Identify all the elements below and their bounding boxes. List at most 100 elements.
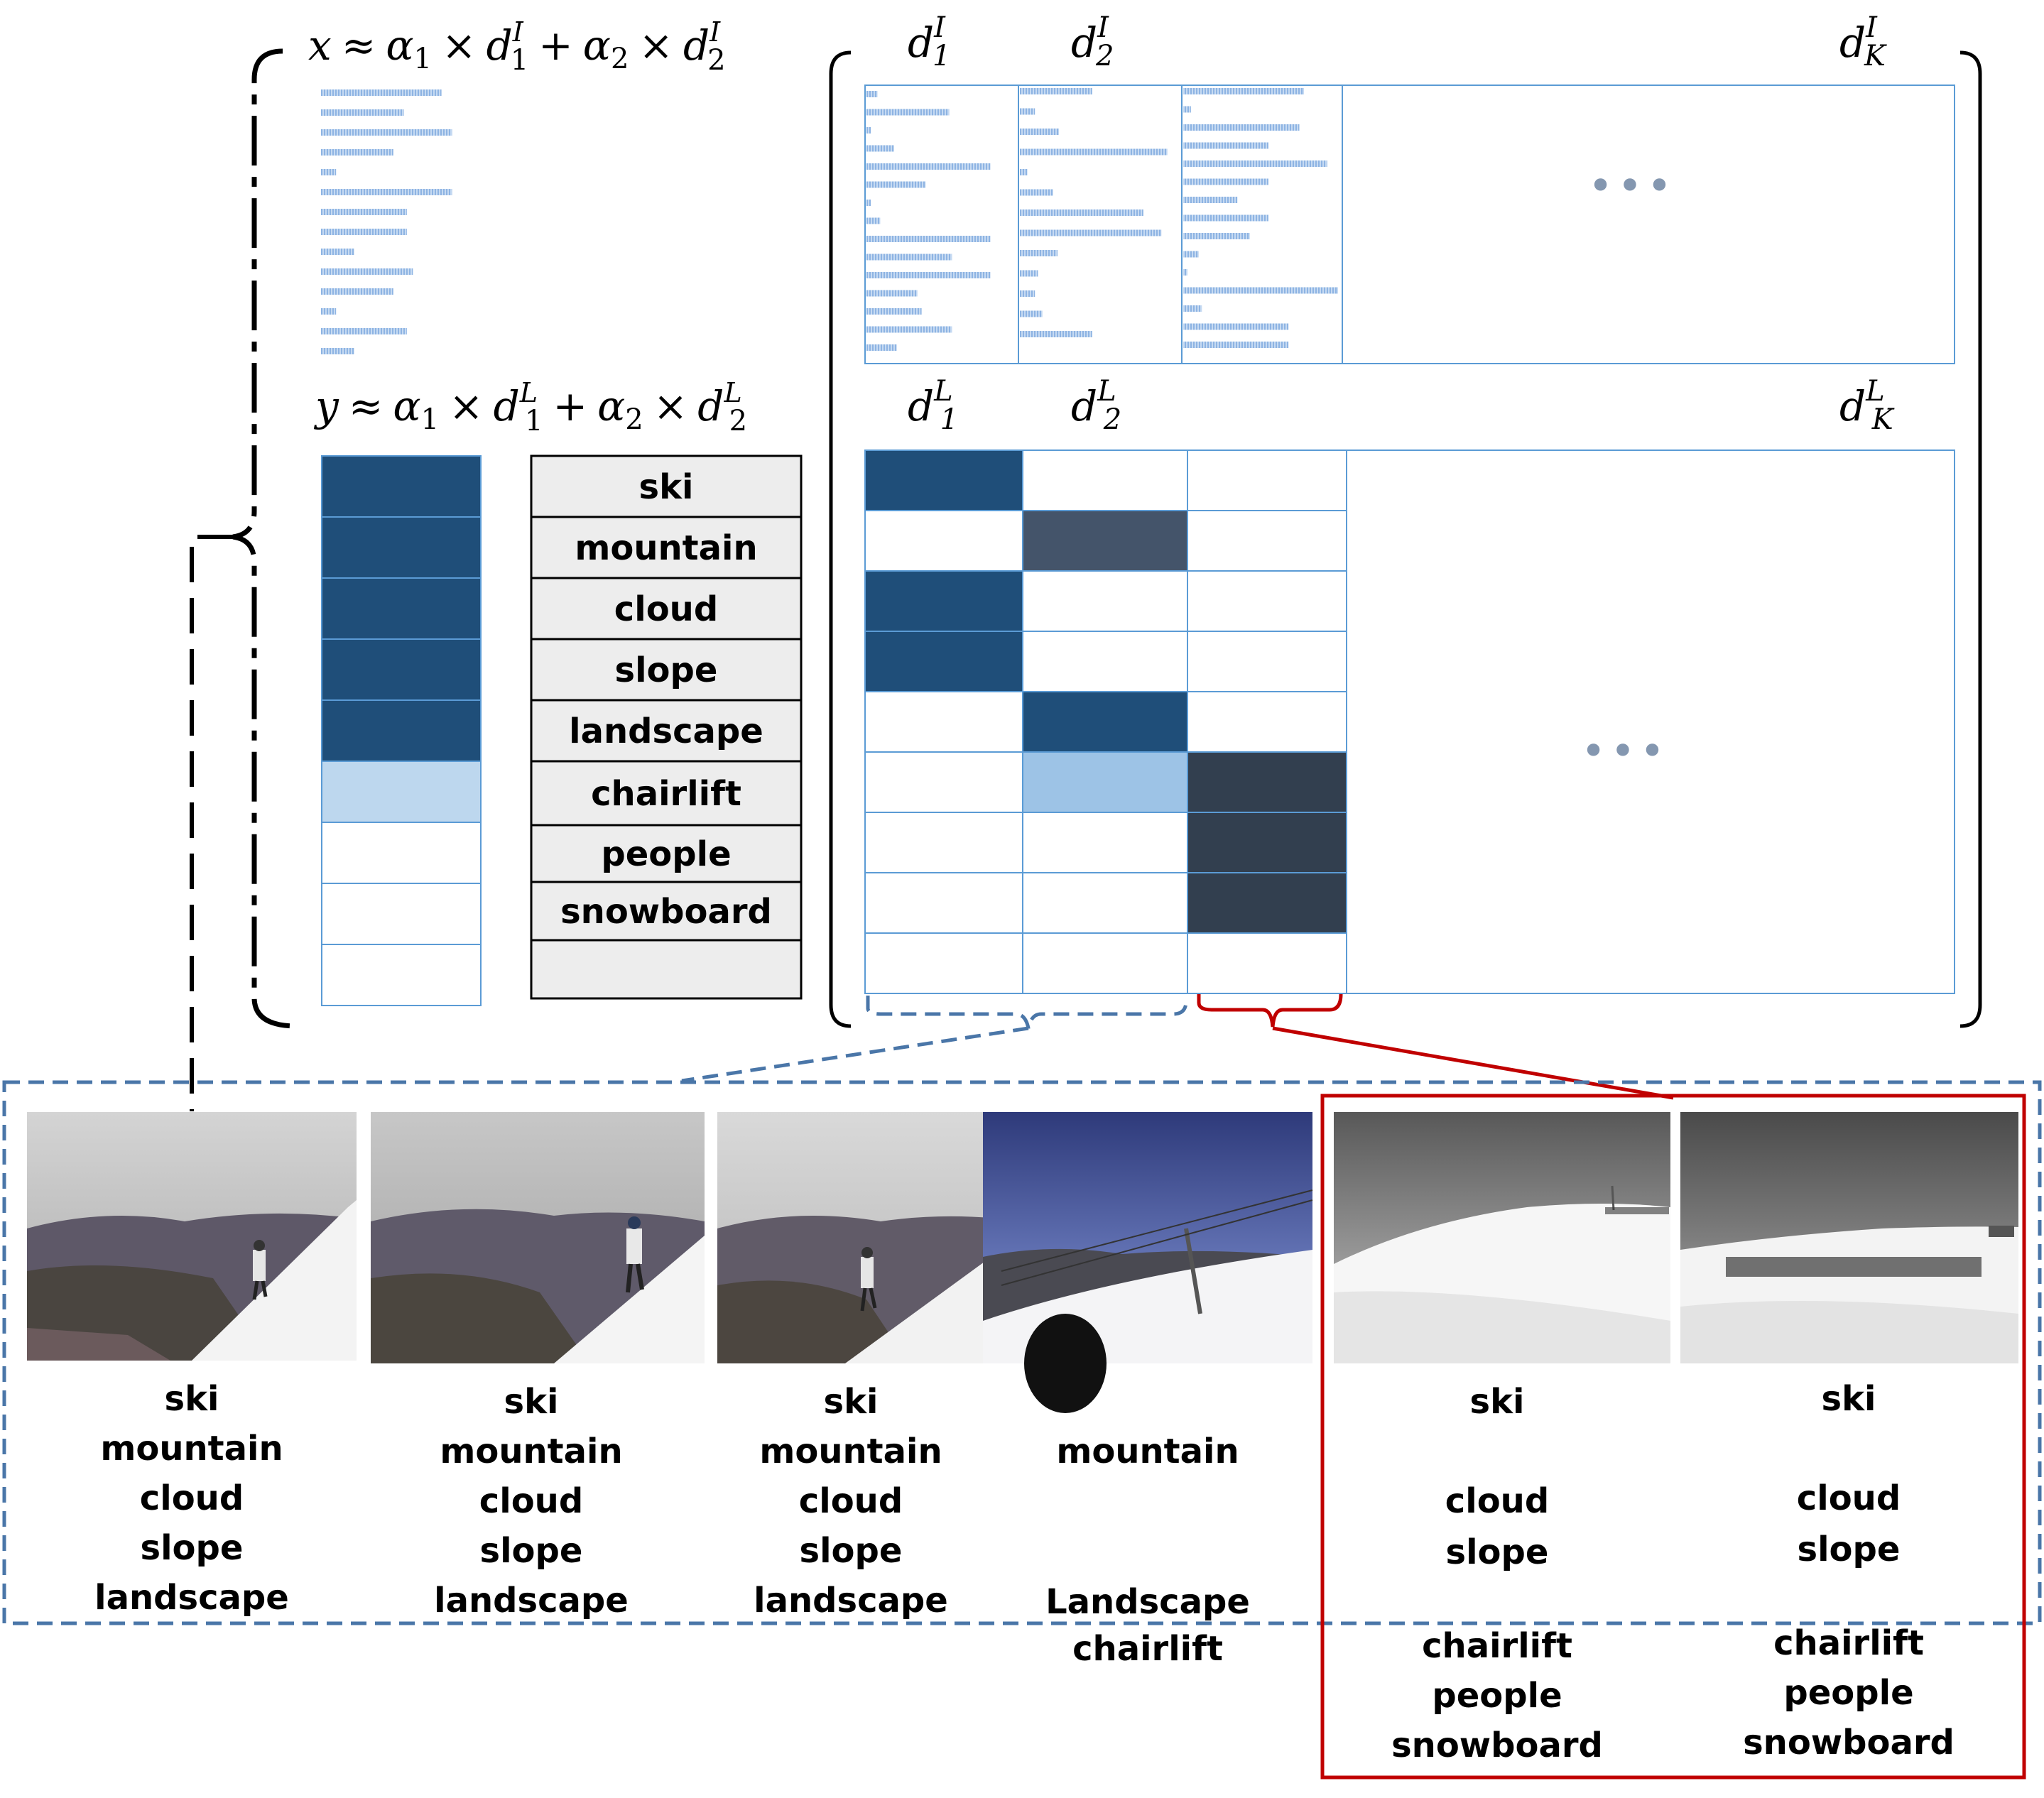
feature-bar [321, 249, 354, 255]
image-caption-line: chairlift [1072, 1629, 1223, 1669]
feature-bar [321, 149, 393, 156]
image-caption-line: ski [165, 1379, 219, 1419]
vocabulary-cell [530, 454, 803, 518]
feature-bar [1020, 290, 1035, 297]
eq-alpha2: α [583, 21, 611, 70]
label-dictionary-cell [864, 510, 1023, 572]
label-dictionary-cell [1187, 932, 1347, 994]
label-dictionary-cell [1187, 751, 1347, 813]
vocabulary-word: snowboard [560, 892, 772, 932]
feature-bar [1183, 124, 1300, 131]
feature-bar [1183, 342, 1289, 348]
vocabulary-word: mountain [575, 528, 757, 568]
photo-4 [983, 1112, 1313, 1413]
feature-bar [1020, 250, 1058, 256]
feature-bar [1183, 323, 1289, 330]
feature-bar [1183, 160, 1327, 167]
image-caption-line: landscape [754, 1581, 948, 1620]
photo-2 [371, 1112, 705, 1363]
vocabulary-cell [530, 939, 803, 1000]
eq-d2: d [697, 382, 724, 430]
atom-sub: 1 [940, 403, 958, 436]
vocabulary-word: people [601, 834, 731, 874]
label-dictionary-ellipsis: ••• [1581, 726, 1669, 776]
image-caption-line: mountain [1056, 1432, 1239, 1471]
feature-bar [1020, 108, 1035, 115]
vocabulary-word: cloud [614, 589, 718, 629]
atom-sub: 1 [933, 40, 950, 72]
dictionary-left-paren [829, 50, 852, 1028]
feature-bar [866, 254, 952, 261]
label-dictionary-cell [1022, 631, 1188, 692]
image-caption-line: cloud [799, 1481, 903, 1521]
left-curly-brace [232, 48, 298, 1029]
atom-base: d [1071, 382, 1097, 430]
feature-bar [321, 129, 452, 136]
eq-times1: × [449, 382, 484, 430]
red-group-brace [1197, 993, 1343, 1028]
eq-alpha2-sub: 2 [625, 403, 643, 436]
label-dictionary-cell [1022, 872, 1188, 934]
feature-bar [1020, 189, 1053, 196]
feature-bar [866, 308, 922, 315]
feature-bar [866, 290, 918, 297]
eq-plus: + [553, 382, 587, 430]
label-dictionary-cell [1187, 570, 1347, 632]
feature-bar [866, 236, 991, 242]
label-dictionary-cell [864, 751, 1023, 813]
eq-d1: d [486, 21, 513, 70]
image-caption-line: landscape [94, 1578, 289, 1618]
feature-bar [1020, 229, 1162, 236]
image-dictionary-frame [864, 85, 1955, 364]
vocabulary-cell [530, 760, 803, 827]
label-dictionary-cell [864, 570, 1023, 632]
label-dictionary-cell [864, 932, 1023, 994]
eq-d2: d [683, 21, 710, 70]
eq-d1-sub: 1 [525, 405, 543, 437]
label-dictionary-cell [1022, 510, 1188, 572]
eq-d1-sup: I [512, 16, 524, 48]
atom-sub: 2 [1103, 403, 1121, 436]
eq-times2: × [638, 21, 673, 70]
image-caption-line: mountain [100, 1429, 283, 1469]
vocabulary-word: landscape [569, 712, 763, 751]
feature-bar [1183, 88, 1305, 94]
feature-bar [866, 181, 926, 188]
image-caption-line: ski [1470, 1382, 1525, 1422]
label-dictionary-cell [1022, 932, 1188, 994]
eq-alpha2: α [597, 382, 625, 430]
feature-bar [1020, 129, 1060, 135]
feature-bar [321, 308, 337, 315]
red-image-group [1320, 1094, 2026, 1780]
atom-sub: K [1864, 40, 1887, 72]
image-caption-line: Landscape [1045, 1582, 1250, 1622]
feature-vector-x [321, 89, 452, 354]
blue-connector-line [681, 1026, 1029, 1083]
eq-approx: ≈ [342, 21, 376, 70]
label-vector-cell [321, 516, 482, 579]
label-dictionary-cell [864, 631, 1023, 692]
atom-sub: 2 [1095, 40, 1114, 72]
label-vector-cell [321, 699, 482, 762]
eq-alpha1-sub: 1 [421, 403, 439, 436]
vocabulary-cell [530, 577, 803, 641]
photo-6 [1680, 1112, 2018, 1363]
image-caption-line: slope [141, 1528, 244, 1568]
label-vector-cell [321, 822, 482, 884]
feature-bar [1183, 233, 1250, 239]
feature-bar [866, 109, 950, 116]
eq-alpha2-sub: 2 [611, 43, 629, 75]
atom-sup: L [1865, 375, 1885, 408]
eq-plus: + [538, 21, 573, 70]
feature-bar [321, 169, 337, 175]
eq-d2-sub: 2 [707, 44, 725, 77]
image-caption-line: snowboard [1743, 1723, 1955, 1762]
feature-bar [866, 326, 952, 333]
